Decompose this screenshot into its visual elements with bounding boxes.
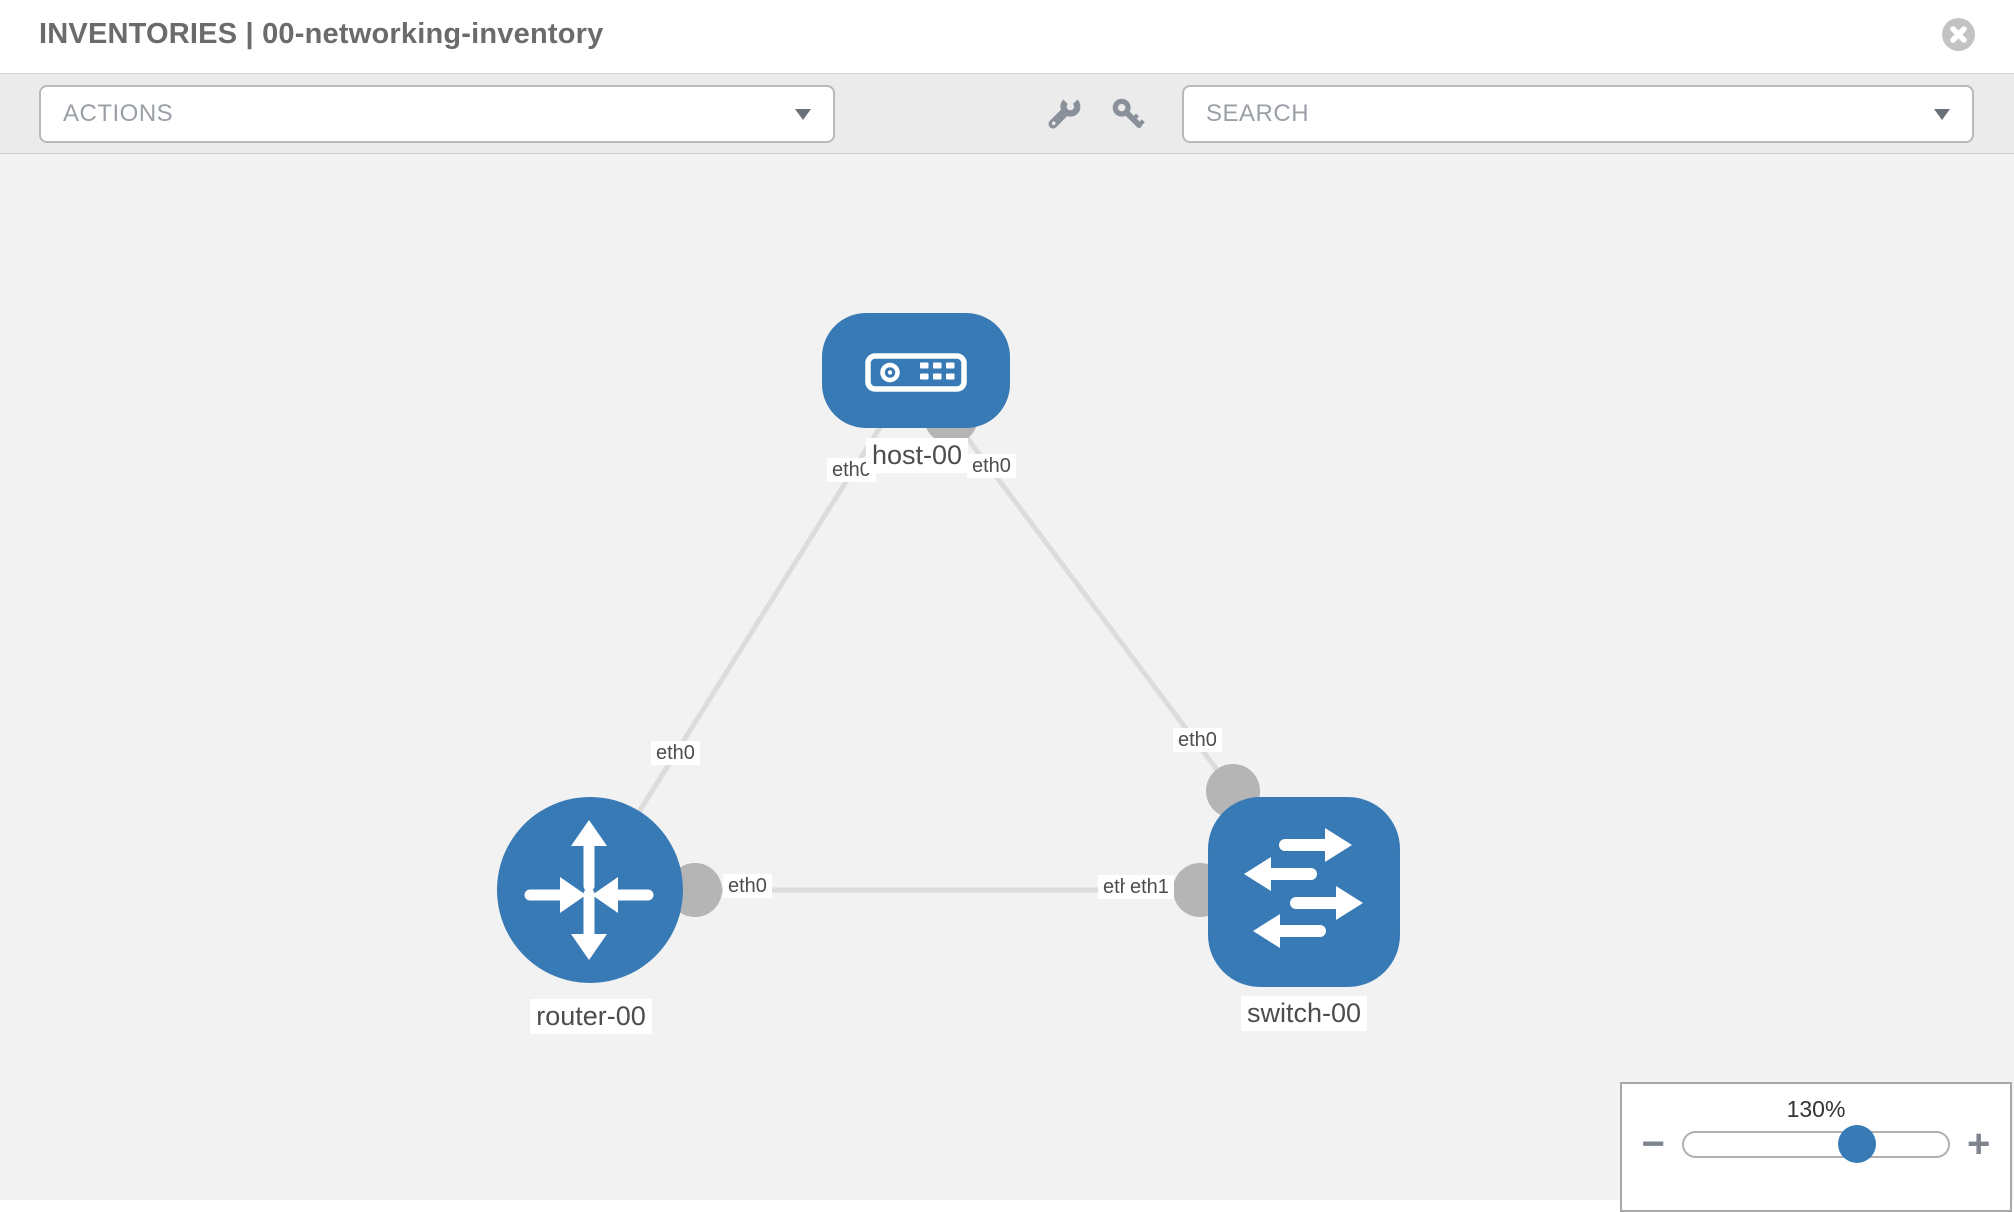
- interface-label: eth1: [1125, 875, 1174, 899]
- zoom-slider-handle[interactable]: [1838, 1124, 1876, 1163]
- wrench-icon: [1048, 99, 1081, 129]
- router-icon: [524, 820, 654, 960]
- close-button[interactable]: [1942, 18, 1975, 51]
- actions-dropdown[interactable]: ACTIONS: [39, 85, 835, 143]
- close-icon: [1950, 26, 1967, 43]
- switch-icon: [1244, 828, 1363, 948]
- header-bar: INVENTORIES | 00-networking-inventory: [0, 0, 2014, 73]
- interface-label: eth0: [723, 874, 772, 898]
- host-icon: [865, 353, 967, 392]
- interface-label: eth0: [1173, 728, 1222, 752]
- zoom-slider-track[interactable]: [1682, 1124, 1950, 1163]
- search-placeholder: SEARCH: [1206, 100, 1310, 127]
- toolbar: ACTIONS SEARCH: [0, 73, 2014, 154]
- zoom-out-button[interactable]: −: [1641, 1122, 1665, 1166]
- key-icon: [1112, 98, 1145, 128]
- zoom-level: 130%: [1786, 1096, 1846, 1122]
- zoom-panel: 130% − +: [1620, 1082, 2012, 1212]
- interface-label: eth0: [967, 454, 1016, 478]
- node-label-switch: switch-00: [1240, 996, 1368, 1032]
- node-label-router: router-00: [530, 999, 652, 1035]
- node-router-00[interactable]: [497, 797, 683, 983]
- node-label-host: host-00: [866, 438, 969, 474]
- zoom-in-button[interactable]: +: [1967, 1122, 1991, 1166]
- page-title: INVENTORIES | 00-networking-inventory: [39, 18, 604, 50]
- credentials-button[interactable]: [1108, 95, 1148, 135]
- actions-dropdown-label: ACTIONS: [63, 100, 174, 127]
- topology-canvas[interactable]: eth0 eth0 eth0 eth0 eth0 eth0 eth1 host-…: [0, 154, 2014, 1200]
- chevron-down-icon: [795, 108, 811, 120]
- chevron-down-icon: [1934, 108, 1950, 120]
- interface-label: eth0: [651, 741, 700, 765]
- link-host-switch[interactable]: [914, 368, 1235, 793]
- configure-button[interactable]: [1043, 95, 1083, 135]
- link-host-router[interactable]: [587, 368, 919, 892]
- node-switch-00[interactable]: [1208, 797, 1400, 987]
- node-host-00[interactable]: [822, 313, 1010, 428]
- search-dropdown[interactable]: SEARCH: [1182, 85, 1974, 143]
